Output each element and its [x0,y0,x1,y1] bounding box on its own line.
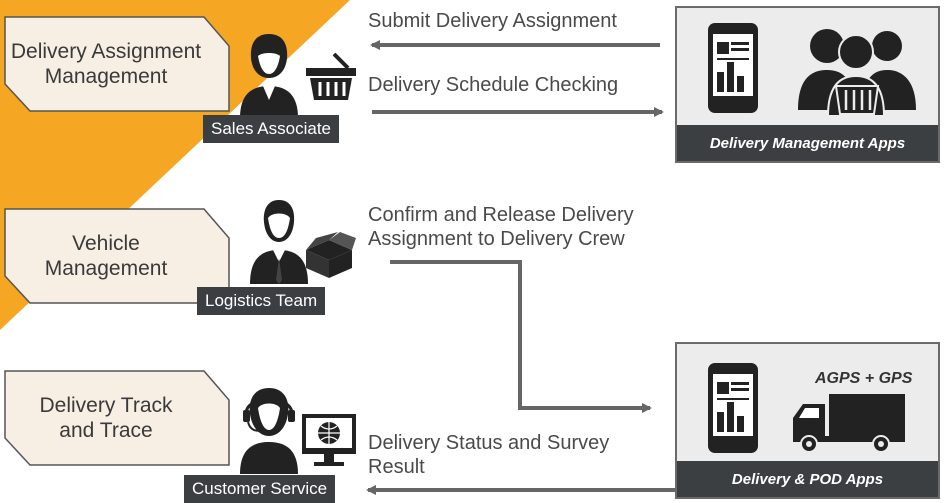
basket-icon [306,52,356,100]
role-badge: Logistics Team [197,287,326,315]
delivery-management-apps-panel: Delivery Management Apps [675,6,940,163]
truck-icon [793,394,905,453]
customer-service-icon [240,388,298,474]
sales-associate-icon [240,34,298,118]
box-icon [306,232,356,278]
tablet-icon [708,363,758,453]
flow-label-schedule: Delivery Schedule Checking [368,74,619,96]
flow-label-confirm: Confirm and Release Delivery Assignment … [368,204,634,250]
logistics-team-icon [250,200,308,284]
delivery-track-box: Delivery Track and Trace [4,370,230,466]
flow-label-status: Delivery Status and Survey Result [368,432,610,478]
computer-icon [302,414,356,466]
delivery-pod-apps-panel: AGPS + GPS Delivery & POD Apps [675,342,940,499]
vehicle-management-box: Vehicle Management [4,208,230,304]
role-badge: Sales Associate [203,115,340,143]
gps-label: AGPS + GPS [815,370,913,387]
box-label: Delivery Track and Trace [39,394,173,442]
app-footer: Delivery & POD Apps [677,461,938,497]
tablet-icon [708,23,758,113]
confirm-arrow [390,260,652,413]
delivery-assignment-box: Delivery Assignment Management [4,16,230,112]
app-footer: Delivery Management Apps [677,125,938,161]
flow-label-submit: Submit Delivery Assignment [368,10,617,32]
team-icon [798,29,916,117]
role-badge: Customer Service [184,475,336,503]
box-label: Delivery Assignment Management [10,40,202,88]
box-label: Vehicle Management [44,232,168,280]
